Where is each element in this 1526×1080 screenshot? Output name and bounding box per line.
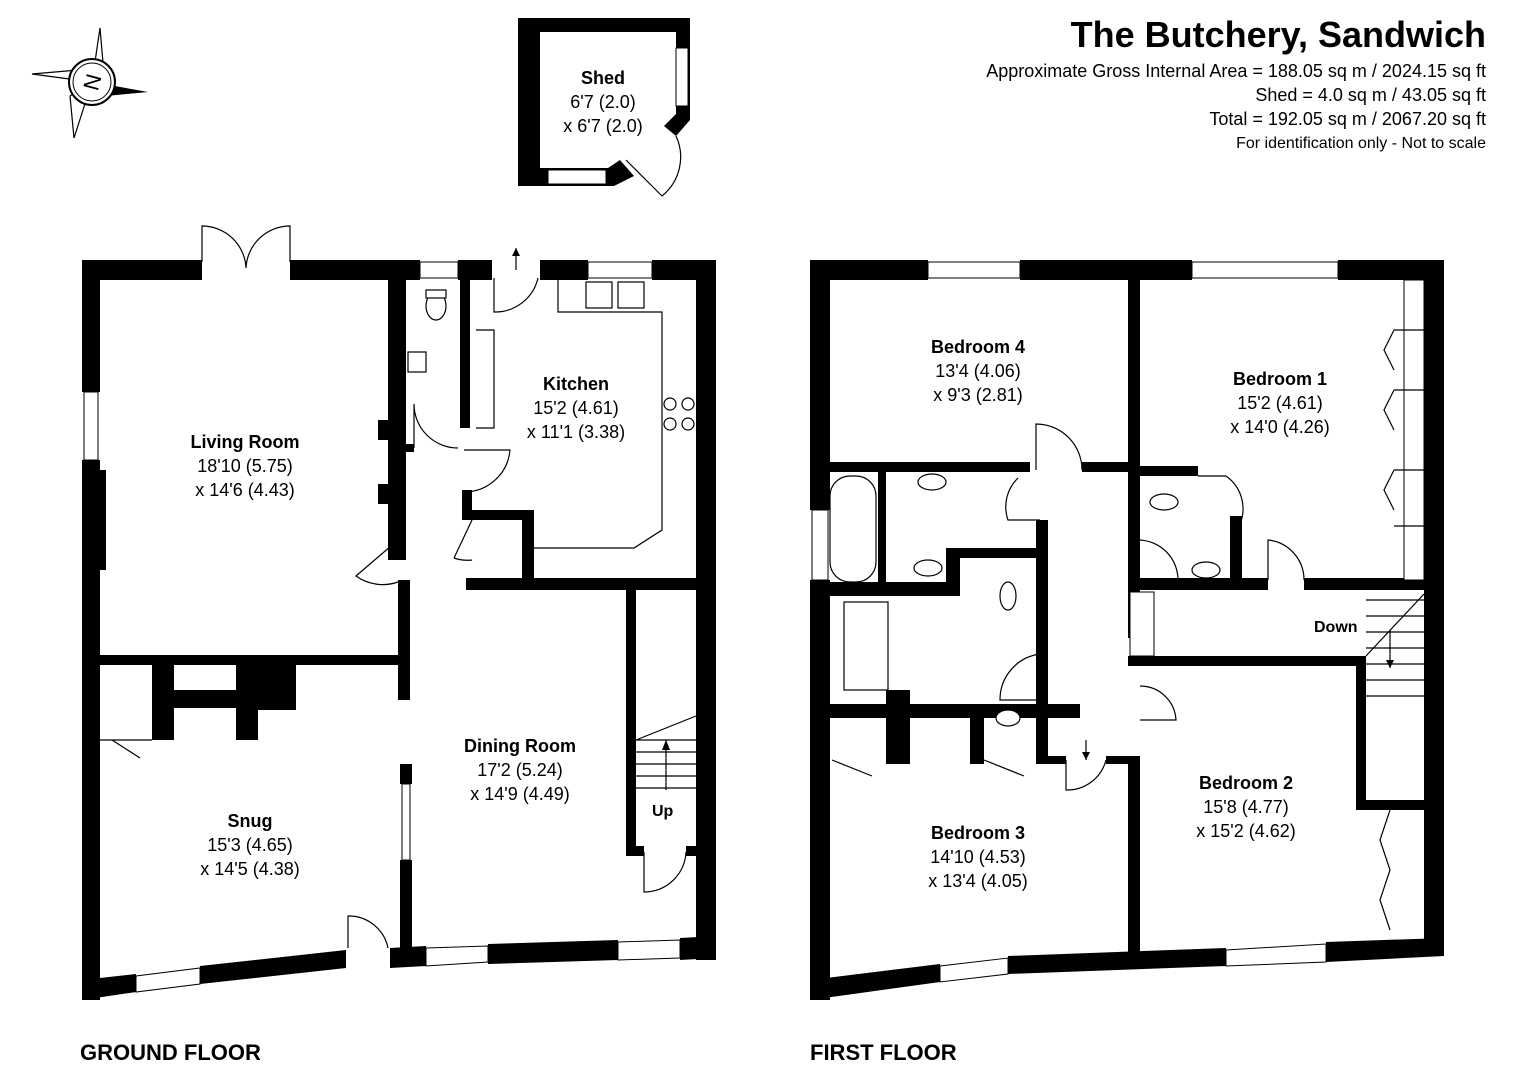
room-dim: x 14'0 (4.26) xyxy=(1230,417,1330,437)
room-label-bedroom-1: Bedroom 1 15'2 (4.61) x 14'0 (4.26) xyxy=(1230,369,1330,437)
ground-floor-label: GROUND FLOOR xyxy=(80,1040,261,1065)
room-label-snug: Snug 15'3 (4.65) x 14'5 (4.38) xyxy=(200,811,300,879)
room-name: Shed xyxy=(581,68,625,88)
stairs-up-label: Up xyxy=(652,803,674,820)
room-dim: 14'10 (4.53) xyxy=(930,847,1026,867)
compass-north-letter: N xyxy=(78,71,106,93)
room-name: Living Room xyxy=(191,432,300,452)
room-dim: x 11'1 (3.38) xyxy=(527,422,625,442)
room-dim: 18'10 (5.75) xyxy=(197,456,293,476)
room-name: Bedroom 2 xyxy=(1199,773,1293,793)
room-name: Dining Room xyxy=(464,736,576,756)
room-dim: x 9'3 (2.81) xyxy=(933,385,1022,405)
area-gross-internal: Approximate Gross Internal Area = 188.05… xyxy=(986,61,1486,81)
room-dim: 15'2 (4.61) xyxy=(533,398,619,418)
room-dim: 6'7 (2.0) xyxy=(570,92,635,112)
room-name: Bedroom 4 xyxy=(931,337,1025,357)
plan-title: The Butchery, Sandwich xyxy=(1070,14,1486,55)
room-dim: x 14'6 (4.43) xyxy=(195,480,295,500)
compass-rose-icon: N xyxy=(31,27,148,139)
ground-floor-walls xyxy=(82,260,716,1000)
room-label-kitchen: Kitchen 15'2 (4.61) x 11'1 (3.38) xyxy=(527,374,625,442)
room-label-dining-room: Dining Room 17'2 (5.24) x 14'9 (4.49) xyxy=(464,736,576,804)
room-name: Snug xyxy=(228,811,273,831)
first-floor-windows xyxy=(811,261,1425,983)
room-dim: 13'4 (4.06) xyxy=(935,361,1021,381)
disclaimer-note: For identification only - Not to scale xyxy=(1236,135,1486,152)
room-label-bedroom-2: Bedroom 2 15'8 (4.77) x 15'2 (4.62) xyxy=(1196,773,1296,841)
room-dim: x 15'2 (4.62) xyxy=(1196,821,1296,841)
room-label-bedroom-4: Bedroom 4 13'4 (4.06) x 9'3 (2.81) xyxy=(931,337,1025,405)
first-floor-label: FIRST FLOOR xyxy=(810,1040,957,1065)
room-dim: x 6'7 (2.0) xyxy=(563,116,642,136)
room-name: Bedroom 3 xyxy=(931,823,1025,843)
room-label-bedroom-3: Bedroom 3 14'10 (4.53) x 13'4 (4.05) xyxy=(928,823,1028,891)
room-dim: x 14'5 (4.38) xyxy=(200,859,300,879)
room-dim: 15'3 (4.65) xyxy=(207,835,293,855)
room-label-living-room: Living Room 18'10 (5.75) x 14'6 (4.43) xyxy=(191,432,300,500)
area-shed: Shed = 4.0 sq m / 43.05 sq ft xyxy=(1255,85,1486,105)
first-floor-doors xyxy=(829,329,1425,931)
ground-floor-doors xyxy=(100,225,697,949)
room-dim: x 14'9 (4.49) xyxy=(470,784,570,804)
room-dim: 15'8 (4.77) xyxy=(1203,797,1289,817)
area-total: Total = 192.05 sq m / 2067.20 sq ft xyxy=(1209,109,1486,129)
ground-floor-windows xyxy=(83,261,681,993)
room-dim: 15'2 (4.61) xyxy=(1237,393,1323,413)
stairs-down-label: Down xyxy=(1314,619,1358,636)
room-dim: 17'2 (5.24) xyxy=(477,760,563,780)
shed-plan xyxy=(518,18,690,197)
room-name: Kitchen xyxy=(543,374,609,394)
room-dim: x 13'4 (4.05) xyxy=(928,871,1028,891)
room-name: Bedroom 1 xyxy=(1233,369,1327,389)
first-floor-walls xyxy=(810,260,1444,1000)
room-label-shed: Shed 6'7 (2.0) x 6'7 (2.0) xyxy=(563,68,642,136)
